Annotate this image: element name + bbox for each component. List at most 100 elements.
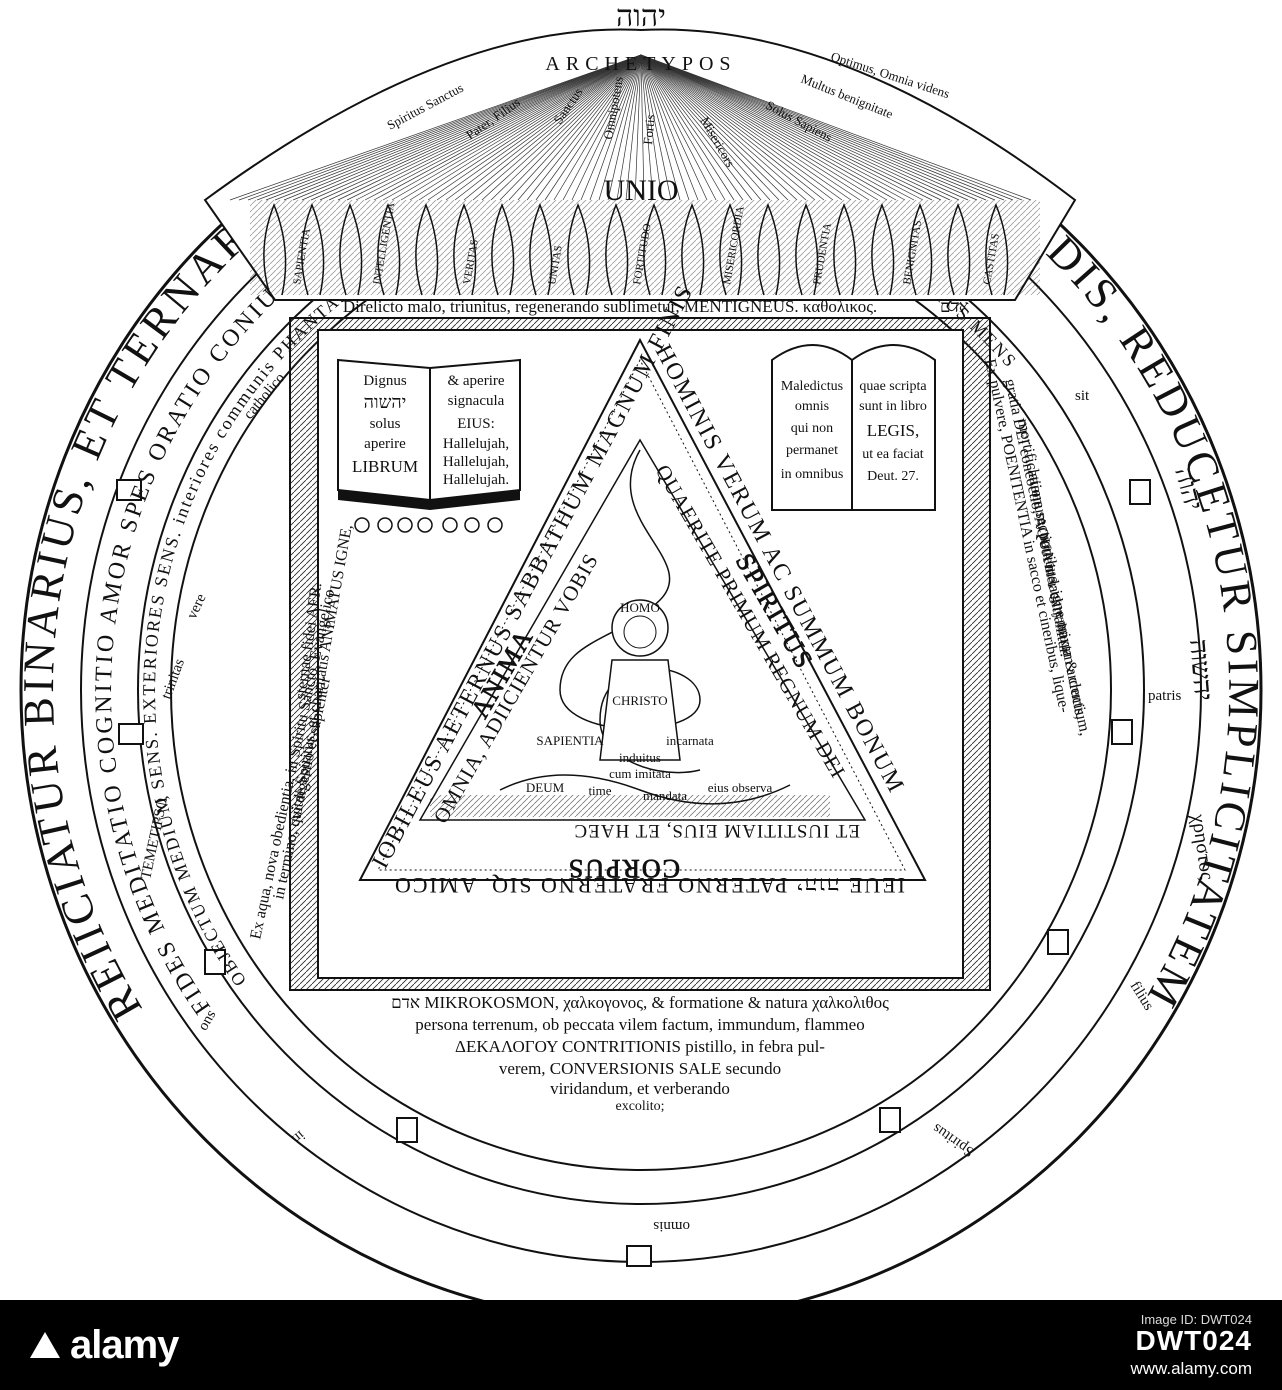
crown-ray bbox=[640, 54, 1005, 201]
crown-ray bbox=[355, 54, 642, 201]
svg-text:omnis: omnis bbox=[653, 1218, 690, 1234]
crown-ray bbox=[418, 54, 642, 201]
svg-text:Hallelujah,: Hallelujah, bbox=[443, 454, 509, 470]
crown-ray bbox=[616, 54, 642, 201]
crown-ray bbox=[274, 54, 642, 201]
svg-text:יהשוה: יהשוה bbox=[364, 392, 407, 412]
crown-ray bbox=[535, 54, 642, 201]
svg-text:viridandum, et verberando: viridandum, et verberando bbox=[550, 1079, 730, 1098]
svg-text:CHRISTO: CHRISTO bbox=[612, 693, 667, 708]
flame-tongue bbox=[491, 202, 515, 296]
svg-text:solus: solus bbox=[370, 416, 401, 432]
svg-text:eius observa: eius observa bbox=[708, 780, 773, 795]
crown-ray bbox=[454, 54, 642, 201]
svg-text:SAPIENTIA: SAPIENTIA bbox=[536, 733, 604, 748]
svg-text:verem, CONVERSIONIS SALE secun: verem, CONVERSIONIS SALE secundo bbox=[499, 1059, 781, 1078]
svg-text:in omnibus: in omnibus bbox=[781, 467, 844, 482]
flame-tongue bbox=[529, 202, 553, 296]
crown-ray bbox=[640, 54, 690, 201]
crown-ray bbox=[283, 54, 642, 201]
crown-ray bbox=[328, 54, 642, 201]
crown-ray bbox=[640, 54, 726, 201]
crown-ray bbox=[319, 54, 642, 201]
top-banner: Direlicto malo, triunitus, regenerando s… bbox=[343, 297, 877, 316]
crown-ray bbox=[640, 54, 987, 201]
svg-text:incarnata: incarnata bbox=[666, 733, 714, 748]
crown-ray bbox=[310, 54, 642, 201]
watermark-footer: alamy Image ID: DWT024 DWT024 www.alamy.… bbox=[0, 1300, 1282, 1390]
crown-ray bbox=[640, 54, 861, 201]
crown-ray bbox=[640, 54, 789, 201]
flame-tongue bbox=[871, 202, 895, 296]
law-tablets: Maledictus omnis qui non permanet in omn… bbox=[771, 344, 936, 511]
archetypos-crown: יהוה ARCHETYPOS UNIO Optimus, Omnia vide… bbox=[203, 0, 1077, 316]
svg-text:aperire: aperire bbox=[364, 436, 406, 452]
crown-ray bbox=[640, 54, 870, 201]
crown-ray bbox=[571, 54, 642, 201]
flame-tongue bbox=[985, 202, 1009, 296]
crown-ray bbox=[391, 54, 642, 201]
crown-ray bbox=[247, 54, 642, 201]
svg-text:qui non: qui non bbox=[791, 421, 833, 436]
crown-ray bbox=[463, 54, 642, 201]
top-banner-hebrew: אדם bbox=[940, 297, 969, 316]
flame-tongue bbox=[377, 202, 401, 296]
crown-ray bbox=[640, 54, 996, 201]
svg-text:trinitas: trinitas bbox=[159, 657, 188, 702]
flame-tongue bbox=[909, 202, 933, 296]
crown-ray bbox=[640, 54, 978, 201]
crown-ray bbox=[373, 54, 642, 201]
image-code: DWT024 bbox=[1135, 1324, 1252, 1356]
svg-text:cum imitata: cum imitata bbox=[609, 766, 671, 781]
crown-ray bbox=[640, 54, 663, 201]
crown-ray bbox=[640, 54, 1014, 201]
svg-text:LIBRUM: LIBRUM bbox=[352, 457, 418, 476]
crown-ray bbox=[640, 54, 762, 201]
svg-text:DEUM: DEUM bbox=[526, 780, 565, 795]
crown-ray bbox=[607, 54, 642, 201]
crown-ray bbox=[238, 54, 642, 201]
crown-ray bbox=[640, 54, 951, 201]
book-seals bbox=[354, 517, 503, 533]
crown-ray bbox=[472, 54, 642, 201]
bottom-inscription: אדם MIKROKOSMON, χαλκογονος, & formation… bbox=[391, 993, 889, 1114]
svg-text:mandata: mandata bbox=[643, 788, 687, 803]
crown-ray bbox=[427, 54, 642, 201]
crown-ray bbox=[364, 54, 642, 201]
svg-text:Hallelujah,: Hallelujah, bbox=[443, 436, 509, 452]
flame-tongue bbox=[415, 202, 439, 296]
crown-ray bbox=[640, 54, 816, 201]
crown-ray bbox=[634, 54, 642, 201]
svg-text:signacula: signacula bbox=[448, 393, 505, 409]
crown-ray bbox=[640, 54, 645, 201]
flame-tongue bbox=[453, 202, 477, 296]
svg-text:sunt in libro: sunt in libro bbox=[859, 399, 927, 414]
crown-ray bbox=[640, 54, 933, 201]
crown-ray bbox=[640, 54, 672, 201]
flame-tongue bbox=[263, 202, 287, 296]
alamy-mark-icon bbox=[28, 1328, 62, 1362]
crown-ray bbox=[382, 54, 642, 201]
alamy-logo: alamy bbox=[28, 1300, 179, 1390]
crown-ray bbox=[301, 54, 642, 201]
crown-ray bbox=[640, 54, 744, 201]
svg-text:LEGIS,: LEGIS, bbox=[867, 421, 919, 440]
svg-text:ut ea faciat: ut ea faciat bbox=[862, 447, 924, 462]
flame-tongue bbox=[605, 202, 629, 296]
svg-text:Hallelujah.: Hallelujah. bbox=[443, 472, 509, 488]
crown-ray bbox=[640, 54, 825, 201]
brand-name: alamy bbox=[70, 1322, 179, 1367]
svg-text:vere: vere bbox=[184, 591, 210, 621]
crown-ray bbox=[640, 54, 960, 201]
svg-text:induitus: induitus bbox=[619, 750, 661, 765]
svg-text:time: time bbox=[588, 783, 611, 798]
crown-ray bbox=[640, 54, 897, 201]
crown-ray bbox=[640, 54, 699, 201]
svg-text:quae scripta: quae scripta bbox=[859, 379, 927, 394]
crown-ray bbox=[640, 54, 906, 201]
crown-ray bbox=[640, 54, 834, 201]
crown-ray bbox=[256, 54, 642, 201]
svg-text:Ex pulvere, POENITENTIA in sac: Ex pulvere, POENITENTIA in sacco et cine… bbox=[981, 357, 1073, 714]
crown-ray bbox=[526, 54, 642, 201]
image-id-label: Image ID: DWT024 bbox=[1140, 1311, 1252, 1327]
